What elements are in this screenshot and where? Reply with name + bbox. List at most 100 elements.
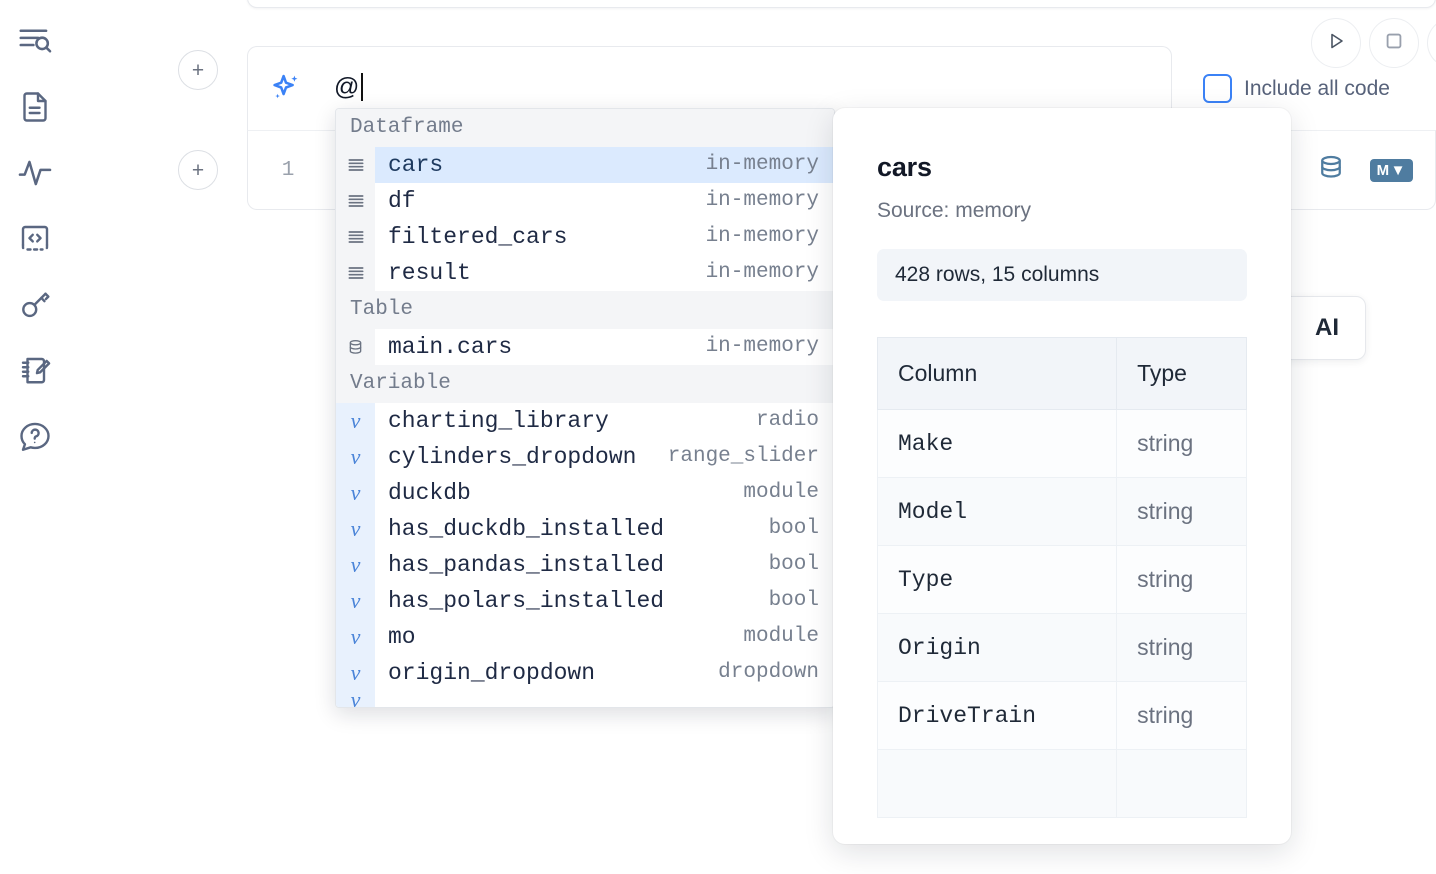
more-actions-button[interactable] — [1427, 18, 1436, 68]
sidebar-rail — [0, 0, 70, 874]
detail-shape-badge: 428 rows, 15 columns — [877, 249, 1247, 301]
autocomplete-item[interactable]: filtered_cars in-memory — [336, 219, 834, 255]
detail-source: Source: memory — [877, 199, 1032, 222]
run-button[interactable] — [1311, 18, 1361, 68]
include-all-code-row[interactable]: Include all code — [1203, 74, 1390, 103]
autocomplete-item-type: in-memory — [705, 225, 819, 248]
code-icon — [17, 221, 53, 257]
markdown-icon[interactable]: M ▼ — [1369, 159, 1413, 182]
ai-prompt-input[interactable]: @ — [334, 73, 1157, 102]
stop-square-icon — [1383, 30, 1405, 57]
schema-column-type: string — [1116, 409, 1247, 478]
database-icon[interactable] — [1316, 153, 1346, 188]
plus-icon: + — [191, 58, 205, 82]
explore-icon — [16, 22, 54, 60]
autocomplete-item-label: cars — [375, 147, 706, 183]
dataframe-icon — [336, 147, 375, 183]
schema-column-name: Make — [876, 409, 1118, 478]
autocomplete-item-type: range_slider — [667, 445, 819, 468]
sidebar-item-explore[interactable] — [12, 18, 58, 64]
file-icon — [17, 89, 53, 125]
play-icon — [1324, 29, 1348, 58]
autocomplete-item-label: origin_dropdown — [388, 660, 596, 686]
autocomplete-item[interactable]: v — [336, 691, 834, 707]
dataframe-icon — [336, 183, 375, 219]
variable-icon: v — [336, 403, 375, 439]
ai-float-label: AI — [1315, 314, 1339, 341]
autocomplete-item-label: cylinders_dropdown — [388, 444, 637, 470]
dataframe-icon — [336, 255, 375, 291]
sidebar-item-help[interactable] — [12, 414, 58, 460]
column-header: Column — [876, 337, 1118, 410]
include-all-code-checkbox[interactable] — [1203, 74, 1232, 103]
variable-icon: v — [336, 439, 375, 475]
schema-column-name: Type — [876, 545, 1118, 614]
autocomplete-item-label: has_duckdb_installed — [388, 516, 665, 542]
sidebar-item-activity[interactable] — [12, 150, 58, 196]
autocomplete-item-label: filtered_cars — [388, 224, 568, 250]
sparkle-ai-icon — [268, 71, 304, 107]
autocomplete-item-label: duckdb — [388, 480, 471, 506]
autocomplete-item-label: charting_library — [388, 408, 609, 434]
autocomplete-item[interactable]: v has_duckdb_installed bool — [336, 511, 834, 547]
autocomplete-item-type: module — [743, 625, 819, 648]
autocomplete-item-type: bool — [768, 589, 819, 612]
markdown-letter: M — [1376, 162, 1390, 179]
variable-icon: v — [336, 475, 375, 511]
autocomplete-item-type: dropdown — [718, 661, 819, 684]
sidebar-item-file[interactable] — [12, 84, 58, 130]
add-ai-cell-button[interactable]: + — [178, 50, 218, 90]
autocomplete-item-type: in-memory — [705, 335, 819, 358]
schema-column-name: Model — [876, 477, 1118, 546]
variable-icon: v — [336, 583, 375, 619]
autocomplete-item-type: bool — [768, 517, 819, 540]
autocomplete-item[interactable]: v cylinders_dropdown range_slider — [336, 439, 834, 475]
schema-column-name — [876, 749, 1118, 818]
autocomplete-item-label — [375, 691, 819, 707]
stop-button[interactable] — [1369, 18, 1419, 68]
markdown-arrow: ▼ — [1390, 162, 1406, 179]
autocomplete-item-type: in-memory — [705, 261, 819, 284]
previous-cell-edge — [247, 0, 1436, 8]
schema-column-type — [1116, 749, 1247, 818]
autocomplete-group-header: Dataframe — [336, 109, 834, 147]
sidebar-item-scratchpad[interactable] — [12, 348, 58, 394]
sidebar-item-secrets[interactable] — [12, 282, 58, 328]
table-icon — [336, 329, 375, 365]
autocomplete-item[interactable]: result in-memory — [336, 255, 834, 291]
dataframe-icon — [336, 219, 375, 255]
add-code-cell-button[interactable]: + — [178, 150, 218, 190]
schema-column-name: Origin — [876, 613, 1118, 682]
autocomplete-item-type: bool — [768, 553, 819, 576]
schema-column-type: string — [1116, 477, 1247, 546]
sidebar-item-snippets[interactable] — [12, 216, 58, 262]
completion-detail-panel: cars Source: memory 428 rows, 15 columns… — [833, 108, 1291, 844]
autocomplete-item-type: module — [743, 481, 819, 504]
autocomplete-item-type: in-memory — [705, 189, 819, 212]
include-all-code-label: Include all code — [1244, 76, 1390, 100]
variable-icon: v — [336, 511, 375, 547]
line-number: 1 — [281, 158, 295, 182]
schema-column-name: DriveTrain — [876, 681, 1118, 750]
notebook-edit-icon — [17, 353, 53, 389]
autocomplete-item-type — [819, 691, 834, 707]
type-header: Type — [1116, 337, 1247, 410]
autocomplete-item-label: result — [388, 260, 471, 286]
variable-icon: v — [336, 691, 375, 707]
schema-column-type: string — [1116, 545, 1247, 614]
